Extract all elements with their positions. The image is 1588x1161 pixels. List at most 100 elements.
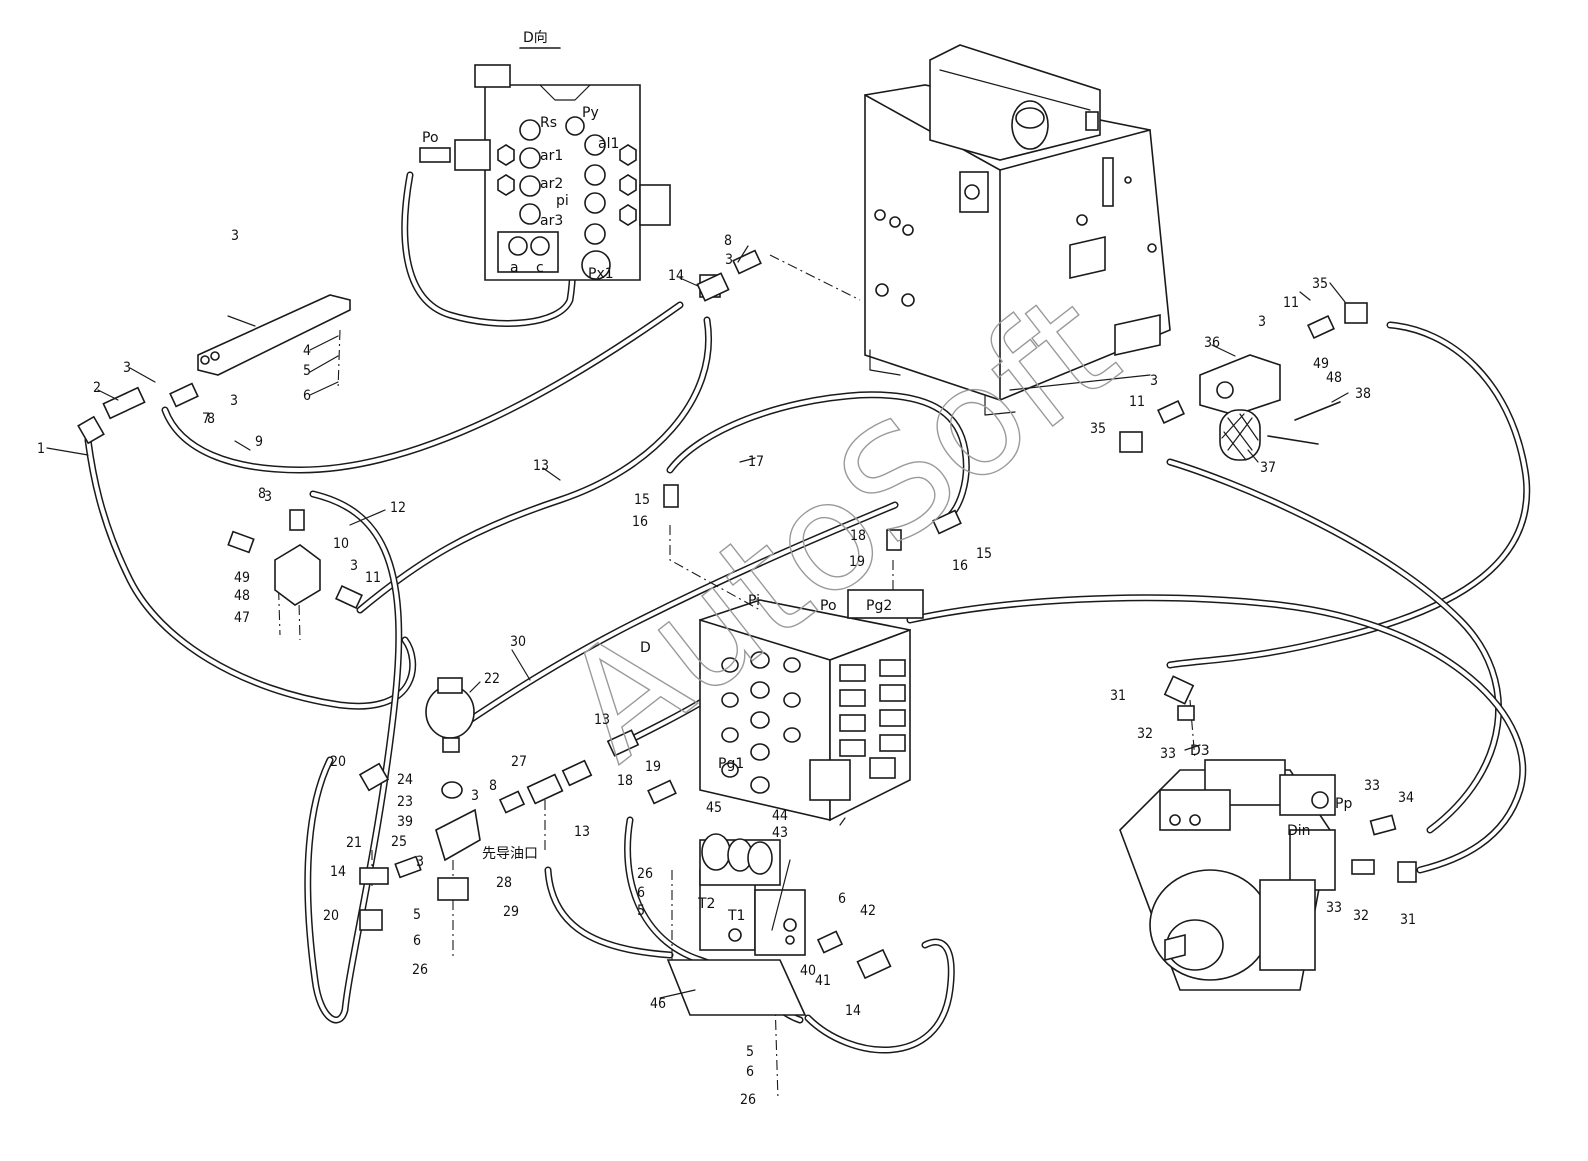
port-label: T2 <box>697 896 715 912</box>
part-callout-number: 49 <box>1313 356 1329 372</box>
part-callout-number: 3 <box>1150 373 1158 389</box>
part-callout-number: 16 <box>632 514 648 530</box>
part-callout-number: 17 <box>748 454 764 470</box>
part-callout-number: 33 <box>1364 778 1380 794</box>
part-callout-number: 5 <box>413 907 421 923</box>
part-callout-number: 6 <box>637 885 645 901</box>
part-callout-number: 10 <box>333 536 349 552</box>
part-callout-number: 5 <box>746 1044 754 1060</box>
part-callout-number: 12 <box>390 500 406 516</box>
part-callout-number: 6 <box>413 933 421 949</box>
part-callout-number: 41 <box>815 973 831 989</box>
port-label: Pp <box>1335 796 1352 812</box>
part-callout-number: 18 <box>850 528 866 544</box>
part-callout-number: 11 <box>365 570 381 586</box>
left-fittings <box>77 249 1417 980</box>
part-callout-number: 32 <box>1353 908 1369 924</box>
part-callout-number: 38 <box>1355 386 1371 402</box>
pilot-valve-d-view <box>419 47 671 281</box>
part-callout-number: 21 <box>346 835 362 851</box>
port-label: ar1 <box>540 148 563 164</box>
port-label: Pg1 <box>718 756 744 772</box>
part-callout-number: 3 <box>123 360 131 376</box>
part-callout-number: 23 <box>397 794 413 810</box>
port-label: T1 <box>727 908 745 924</box>
main-control-valve <box>699 589 924 822</box>
part-callout-number: 18 <box>617 773 633 789</box>
view-title: D向 <box>523 30 548 46</box>
part-callout-number: 6 <box>746 1064 754 1080</box>
solenoid-valve-block <box>666 833 807 1016</box>
part-callout-number: 26 <box>740 1092 756 1108</box>
part-callout-number: 35 <box>1312 276 1328 292</box>
port-label: Py <box>582 105 599 121</box>
part-callout-number: 19 <box>849 554 865 570</box>
part-callout-number: 3 <box>350 558 358 574</box>
part-callout-number: 3 <box>231 228 239 244</box>
part-callout-number: 6 <box>838 891 846 907</box>
part-callout-number: 48 <box>234 588 250 604</box>
part-callout-number: 16 <box>952 558 968 574</box>
port-label: ar2 <box>540 176 563 192</box>
part-callout-number: 14 <box>845 1003 861 1019</box>
part-callout-number: 31 <box>1110 688 1126 704</box>
part-callout-number: 19 <box>645 759 661 775</box>
part-callout-number: 47 <box>234 610 250 626</box>
hydraulic-tank <box>864 44 1171 416</box>
part-callout-number: 44 <box>772 808 788 824</box>
part-callout-number: 32 <box>1137 726 1153 742</box>
port-label: pi <box>556 193 569 209</box>
port-label: Din <box>1287 823 1311 839</box>
part-callout-number: 20 <box>330 754 346 770</box>
part-callout-number: 4 <box>303 343 311 359</box>
part-callout-number: 13 <box>574 824 590 840</box>
part-callout-number: 14 <box>668 268 684 284</box>
view-title-group: D向 <box>523 30 548 46</box>
part-callout-number: 22 <box>484 671 500 687</box>
part-callout-number: 42 <box>860 903 876 919</box>
part-callout-number: 37 <box>1260 460 1276 476</box>
part-callout-number: 3 <box>416 854 424 870</box>
part-callout-number: 25 <box>391 834 407 850</box>
port-label: Pg2 <box>866 598 892 614</box>
filter-mount <box>1199 354 1281 461</box>
part-callout-number: 49 <box>234 570 250 586</box>
port-label: D <box>640 640 651 656</box>
part-callout-number: 8 <box>724 233 732 249</box>
valve-spool-caps <box>721 651 906 801</box>
part-callout-number: 48 <box>1326 370 1342 386</box>
part-callout-number: 29 <box>503 904 519 920</box>
part-callout-number: 45 <box>706 800 722 816</box>
callout-labels: 1233456789388310121314151617349484711315… <box>37 228 1416 1108</box>
port-label: ar3 <box>540 213 563 229</box>
part-callout-number: 33 <box>1160 746 1176 762</box>
port-label: Po <box>820 598 837 614</box>
part-callout-number: 26 <box>412 962 428 978</box>
part-callout-number: 3 <box>725 252 733 268</box>
part-callout-number: 11 <box>1129 394 1145 410</box>
port-label: Rs <box>540 115 557 131</box>
part-callout-number: 28 <box>496 875 512 891</box>
part-callout-number: 27 <box>511 754 527 770</box>
callout-leaders <box>46 245 1349 999</box>
part-callout-number: 3 <box>1258 314 1266 330</box>
part-callout-number: 8 <box>207 411 215 427</box>
part-callout-number: 3 <box>264 489 272 505</box>
part-callout-number: 33 <box>1326 900 1342 916</box>
part-callout-number: 20 <box>323 908 339 924</box>
port-label: Px1 <box>588 266 614 282</box>
port-label: D3 <box>1190 743 1210 759</box>
part-callout-number: 11 <box>1283 295 1299 311</box>
port-label: Pi <box>748 593 760 609</box>
part-callout-number: 3 <box>230 393 238 409</box>
part-callout-number: 24 <box>397 772 413 788</box>
part-callout-number: 15 <box>976 546 992 562</box>
part-callout-number: 14 <box>330 864 346 880</box>
part-callout-number: 6 <box>303 388 311 404</box>
port-label: c <box>536 260 544 276</box>
part-callout-number: 34 <box>1398 790 1414 806</box>
part-callout-number: 30 <box>510 634 526 650</box>
part-callout-number: 35 <box>1090 421 1106 437</box>
hydraulic-pump <box>1119 759 1336 991</box>
